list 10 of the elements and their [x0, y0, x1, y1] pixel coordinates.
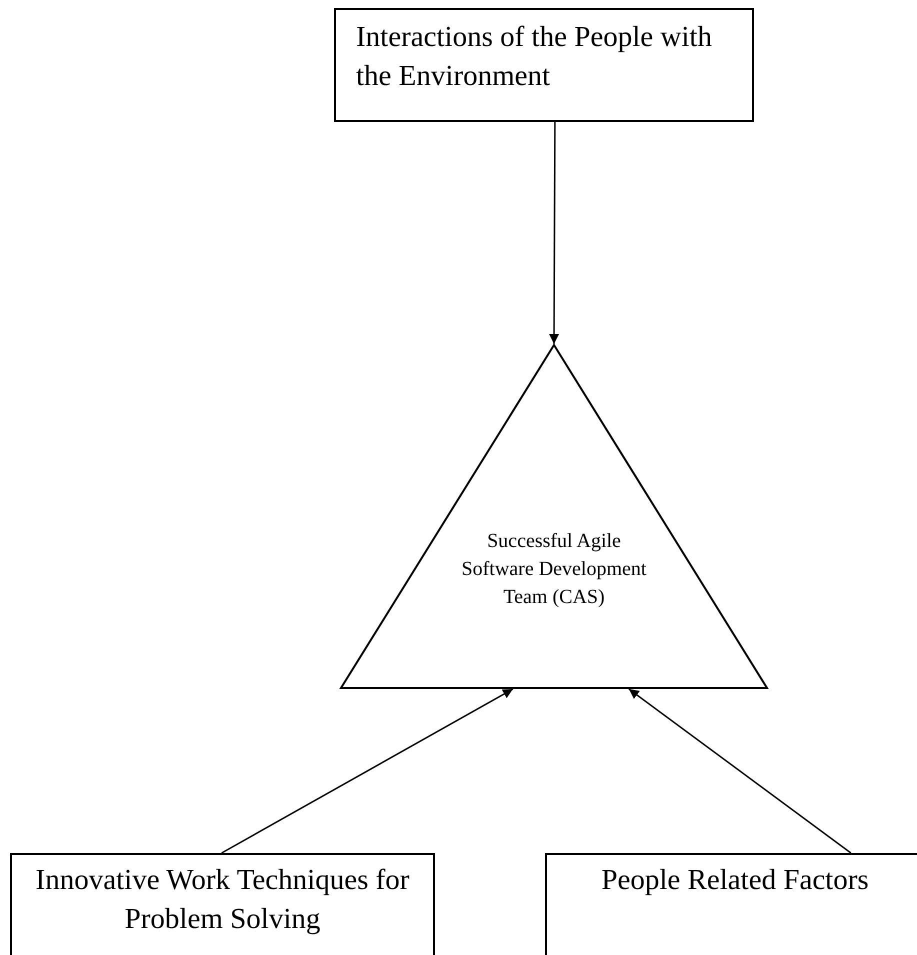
box-label: Innovative Work Techniques for Problem Solving [34, 863, 410, 937]
box-label: People Related Factors [600, 863, 870, 898]
text-box [10, 853, 435, 955]
arrow [221, 688, 514, 854]
arrow [628, 688, 852, 854]
box-label: Interactions of the People with the Environment [356, 20, 713, 94]
text-box [545, 853, 917, 955]
text-box [334, 8, 754, 122]
node-label: Successful Agile Software Development Team (CAS) [460, 529, 648, 610]
arrow [549, 122, 560, 344]
